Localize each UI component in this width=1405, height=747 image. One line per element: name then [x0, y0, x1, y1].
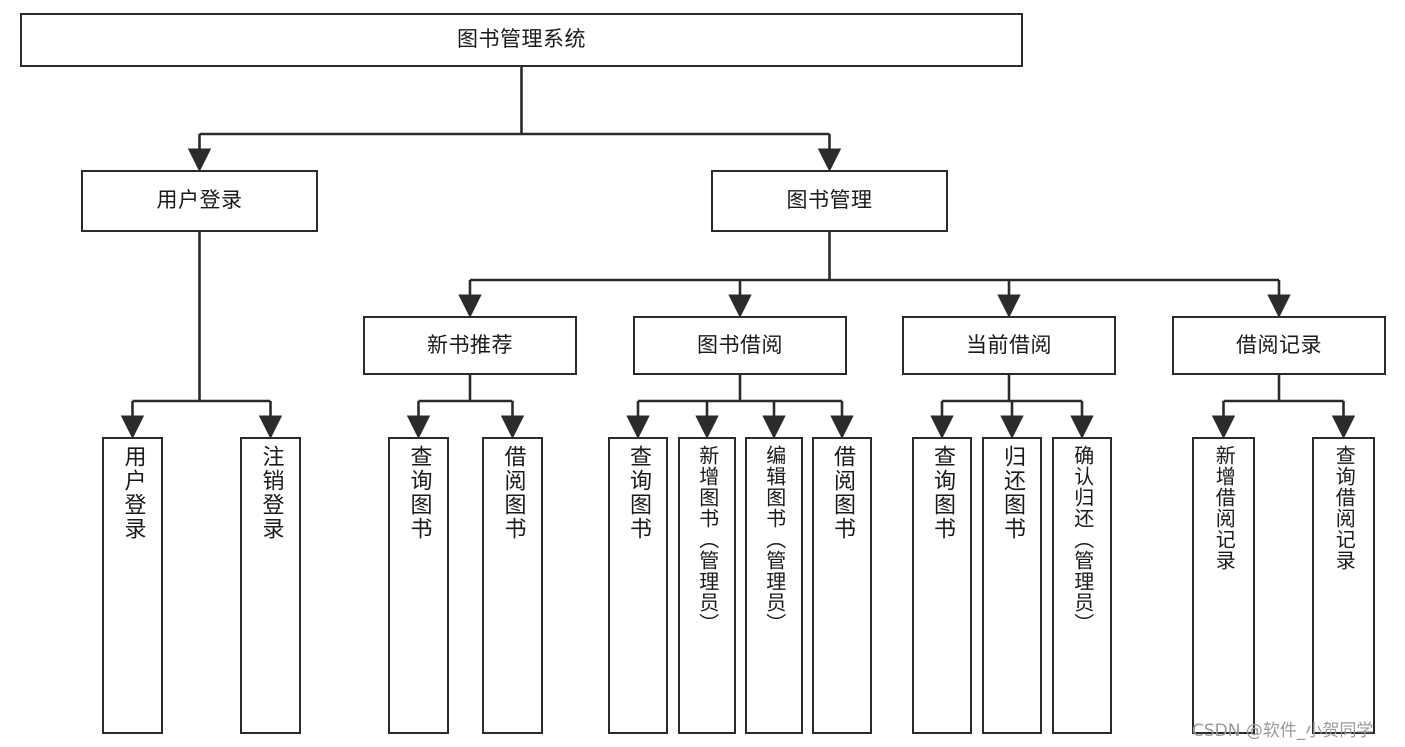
node-label: 查询图书: [929, 445, 955, 541]
node-leaf-current-3[interactable]: 确认归还（管理员）: [1052, 437, 1112, 734]
node-leaf-login-1[interactable]: 用户登录: [102, 437, 163, 734]
node-label: 新书推荐: [427, 332, 513, 357]
node-label: 注销登录: [258, 445, 284, 541]
node-leaf-current-2[interactable]: 归还图书: [982, 437, 1042, 734]
node-label: 新增借阅记录: [1212, 445, 1237, 571]
node-label: 确认归还（管理员）: [1070, 445, 1095, 634]
node-label: 借阅记录: [1236, 332, 1322, 357]
node-leaf-login-2[interactable]: 注销登录: [240, 437, 301, 734]
node-label: 查询借阅记录: [1332, 445, 1357, 571]
node-label: 当前借阅: [966, 332, 1052, 357]
node-root[interactable]: 图书管理系统: [20, 13, 1023, 67]
node-leaf-newbook-1[interactable]: 查询图书: [388, 437, 449, 734]
node-leaf-borrow-3[interactable]: 编辑图书（管理员）: [745, 437, 803, 734]
node-label: 用户登录: [156, 188, 243, 213]
node-current[interactable]: 当前借阅: [902, 316, 1116, 375]
node-records[interactable]: 借阅记录: [1172, 316, 1386, 375]
node-leaf-newbook-2[interactable]: 借阅图书: [482, 437, 543, 734]
node-label: 图书管理: [786, 188, 873, 213]
node-leaf-records-2[interactable]: 查询借阅记录: [1312, 437, 1375, 734]
node-borrow[interactable]: 图书借阅: [633, 316, 847, 375]
node-label: 查询图书: [625, 445, 651, 541]
node-label: 新增图书（管理员）: [695, 445, 720, 634]
node-label: 归还图书: [999, 445, 1025, 541]
node-label: 查询图书: [406, 445, 432, 541]
node-label: 借阅图书: [829, 445, 855, 541]
node-label: 图书管理系统: [457, 27, 586, 52]
node-label: 图书借阅: [697, 332, 783, 357]
node-newbook[interactable]: 新书推荐: [363, 316, 577, 375]
node-leaf-current-1[interactable]: 查询图书: [912, 437, 972, 734]
node-label: 借阅图书: [500, 445, 526, 541]
node-label: 用户登录: [120, 445, 146, 541]
csdn-watermark: CSDN @软件_小贺同学: [1192, 721, 1374, 741]
node-label: 编辑图书（管理员）: [762, 445, 787, 634]
node-leaf-records-1[interactable]: 新增借阅记录: [1192, 437, 1255, 734]
node-leaf-borrow-4[interactable]: 借阅图书: [812, 437, 872, 734]
node-leaf-borrow-2[interactable]: 新增图书（管理员）: [678, 437, 736, 734]
node-login[interactable]: 用户登录: [81, 170, 318, 232]
connector-lines: [120, 67, 1356, 439]
node-leaf-borrow-1[interactable]: 查询图书: [608, 437, 668, 734]
node-bookmgmt[interactable]: 图书管理: [711, 170, 948, 232]
